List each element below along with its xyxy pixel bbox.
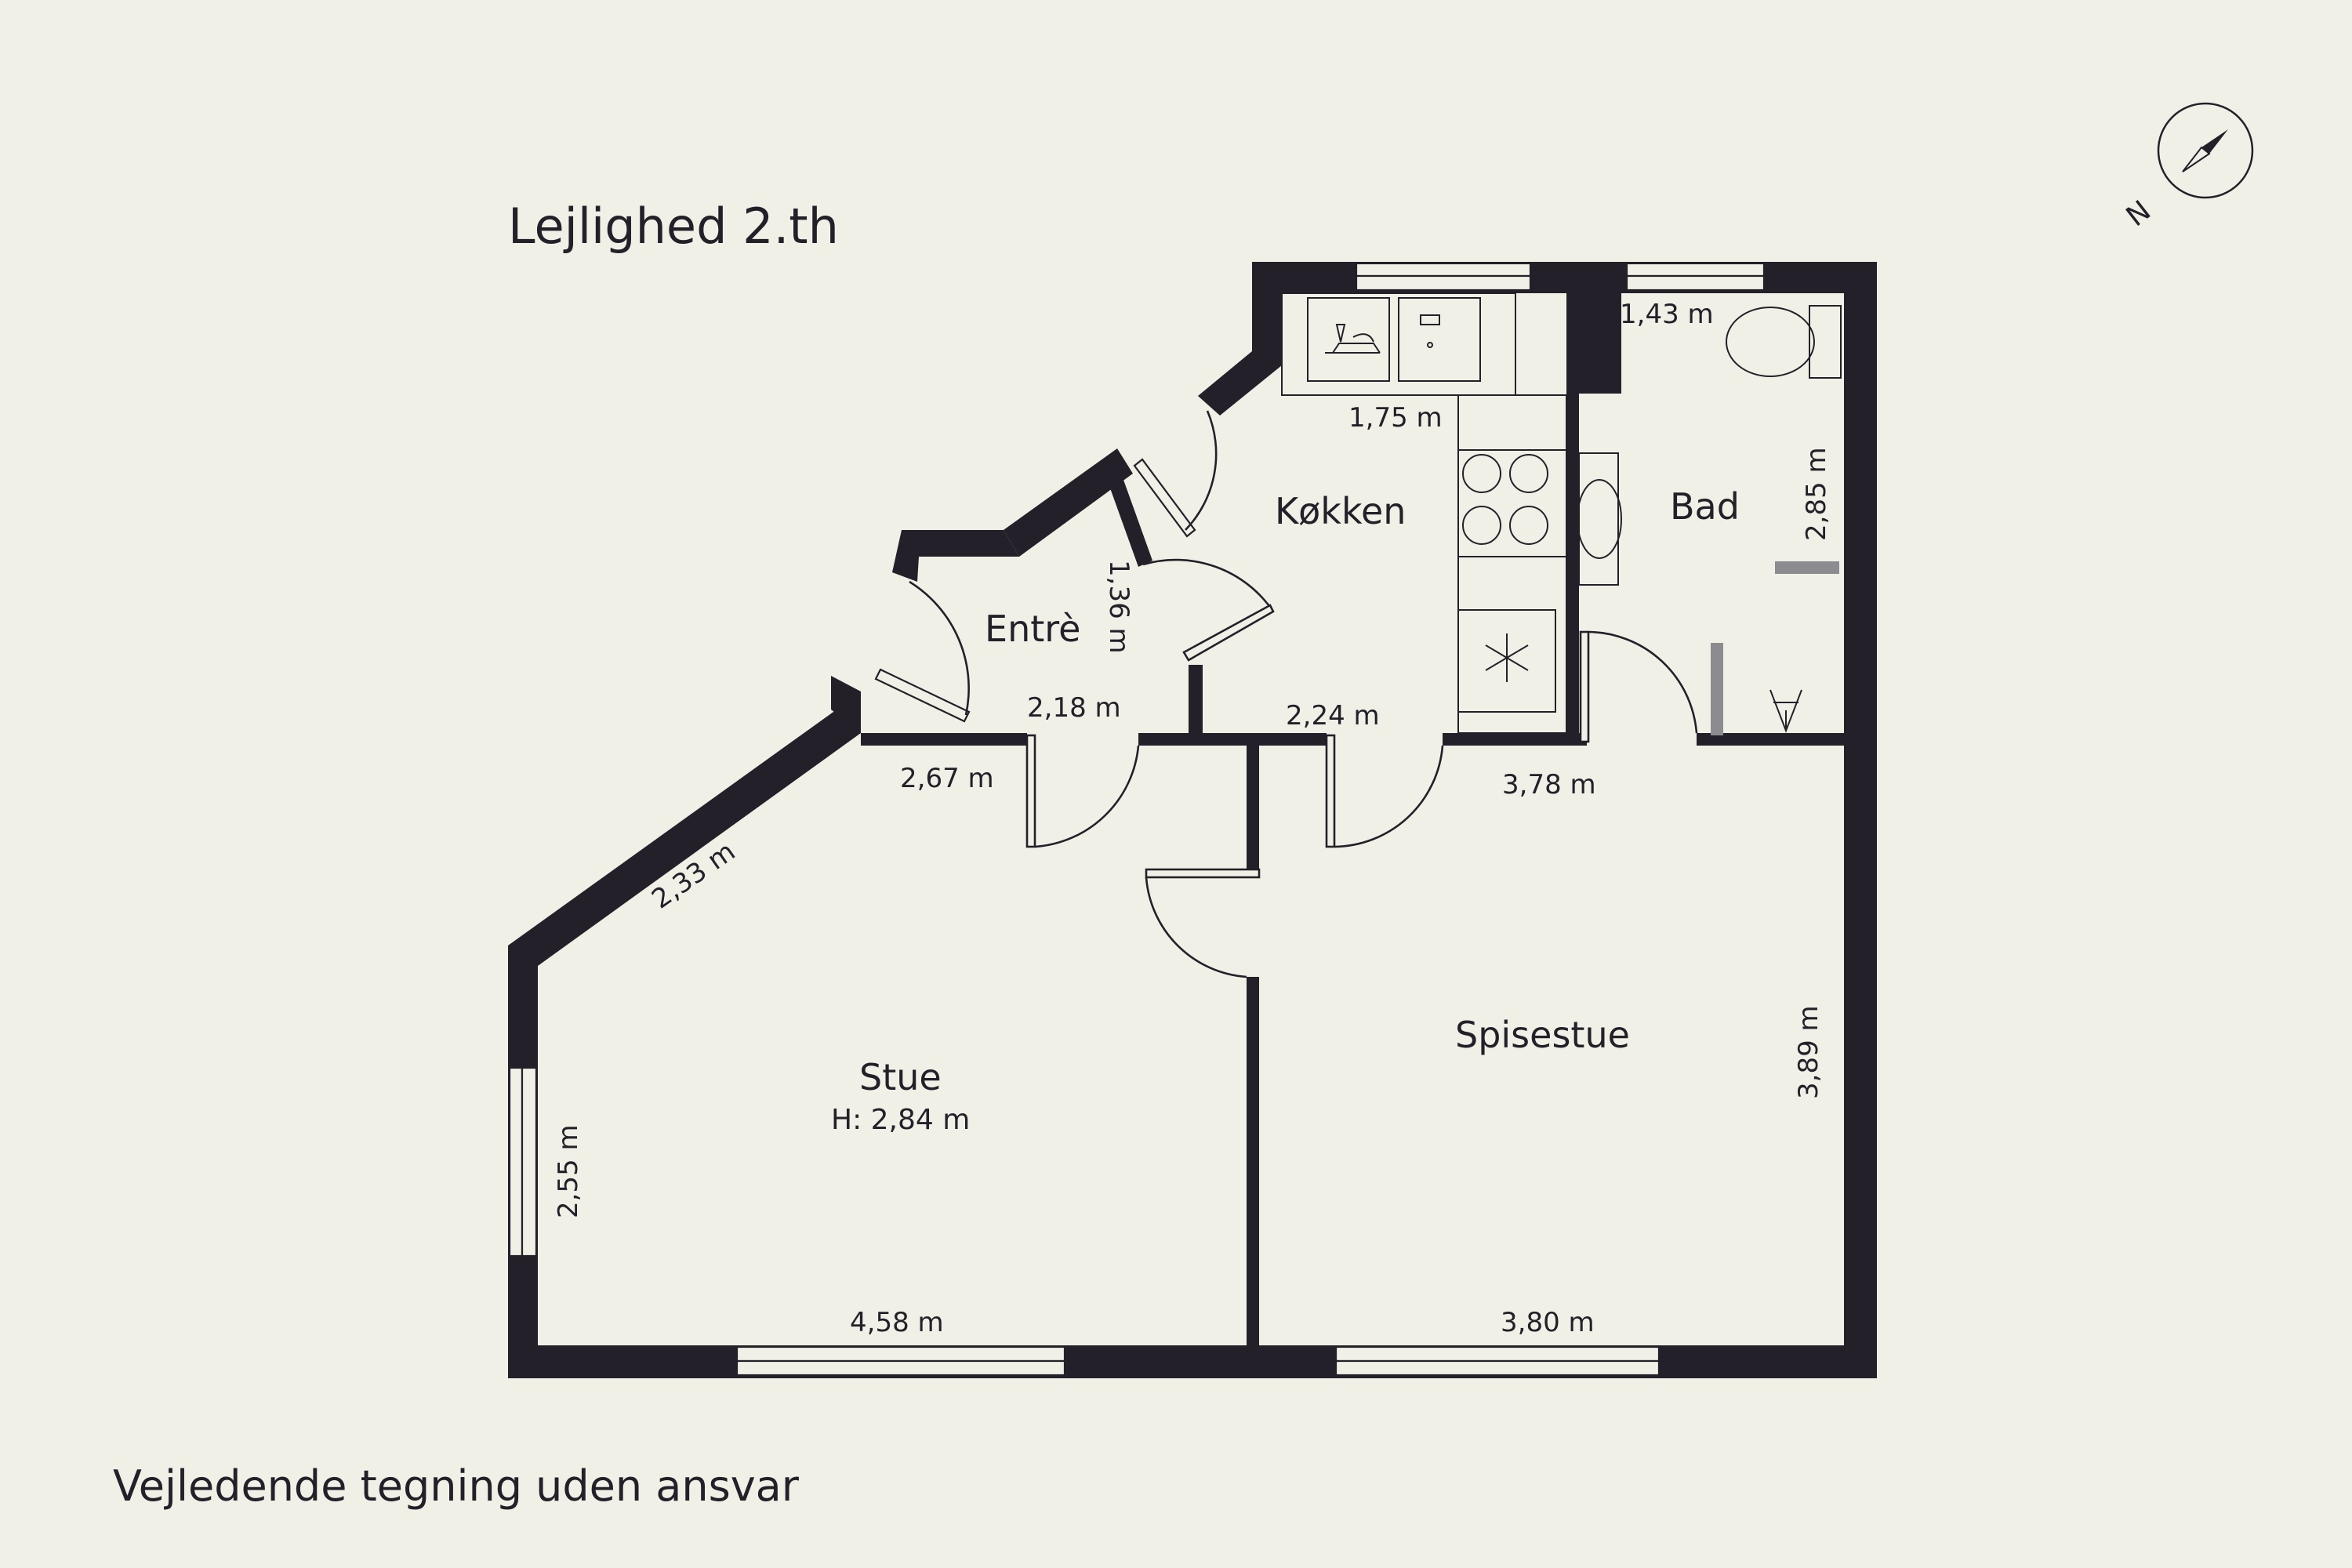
room-label-spisestue: Spisestue: [1455, 1014, 1630, 1056]
dim-entre-side: 1,36 m: [1103, 560, 1134, 654]
compass-north-label: N: [2121, 194, 2157, 233]
shower-screen: [1711, 643, 1723, 735]
dim-bad-side: 2,85 m: [1801, 447, 1832, 541]
dim-stue-bottom: 4,58 m: [850, 1307, 944, 1338]
bath-fixtures: [1577, 305, 1842, 735]
dimension-labels: 1,75 m 1,43 m 2,85 m 1,36 m 2,18 m 2,24 …: [553, 299, 1832, 1338]
room-label-bad: Bad: [1670, 485, 1740, 528]
room-labels: Køkken Bad Entrè Stue H: 2,84 m Spisestu…: [831, 485, 1740, 1136]
room-height-stue: H: 2,84 m: [831, 1104, 970, 1136]
toilet-icon: [1726, 305, 1842, 379]
floor-drain-icon: [1769, 689, 1802, 733]
dishrack-icon: [1325, 324, 1381, 354]
disclaimer-text: Vejledende tegning uden ansvar: [113, 1461, 800, 1511]
dim-entre-bottom: 2,18 m: [1027, 692, 1121, 724]
room-label-kokken: Køkken: [1275, 490, 1406, 532]
dim-bad-top: 1,43 m: [1620, 299, 1714, 330]
dim-stue-left: 2,55 m: [553, 1124, 584, 1218]
stove-icon: [1462, 454, 1548, 545]
compass-icon: N: [2121, 102, 2254, 233]
sink-icon: [1420, 314, 1440, 348]
interior-walls: [861, 392, 1846, 1348]
windows: [508, 262, 1766, 1377]
dim-spisestue-top: 3,78 m: [1502, 769, 1596, 800]
towel-rail: [1775, 561, 1839, 574]
kitchen-fixtures: [1281, 292, 1567, 734]
dim-spisestue-right: 3,89 m: [1793, 1005, 1824, 1099]
outer-walls: [508, 262, 1877, 1378]
dim-stue-top: 2,67 m: [900, 763, 994, 794]
freezer-icon: [1485, 633, 1529, 682]
doors: [909, 410, 1698, 978]
room-label-entre: Entrè: [985, 608, 1080, 650]
washbasin-icon: [1577, 452, 1622, 586]
dim-spisestue-bottom: 3,80 m: [1501, 1307, 1595, 1338]
plan-title: Lejlighed 2.th: [508, 198, 839, 255]
dim-kokken-top: 1,75 m: [1348, 402, 1443, 434]
room-label-stue: Stue: [859, 1056, 942, 1098]
dim-kokken-bottom: 2,24 m: [1286, 700, 1380, 731]
